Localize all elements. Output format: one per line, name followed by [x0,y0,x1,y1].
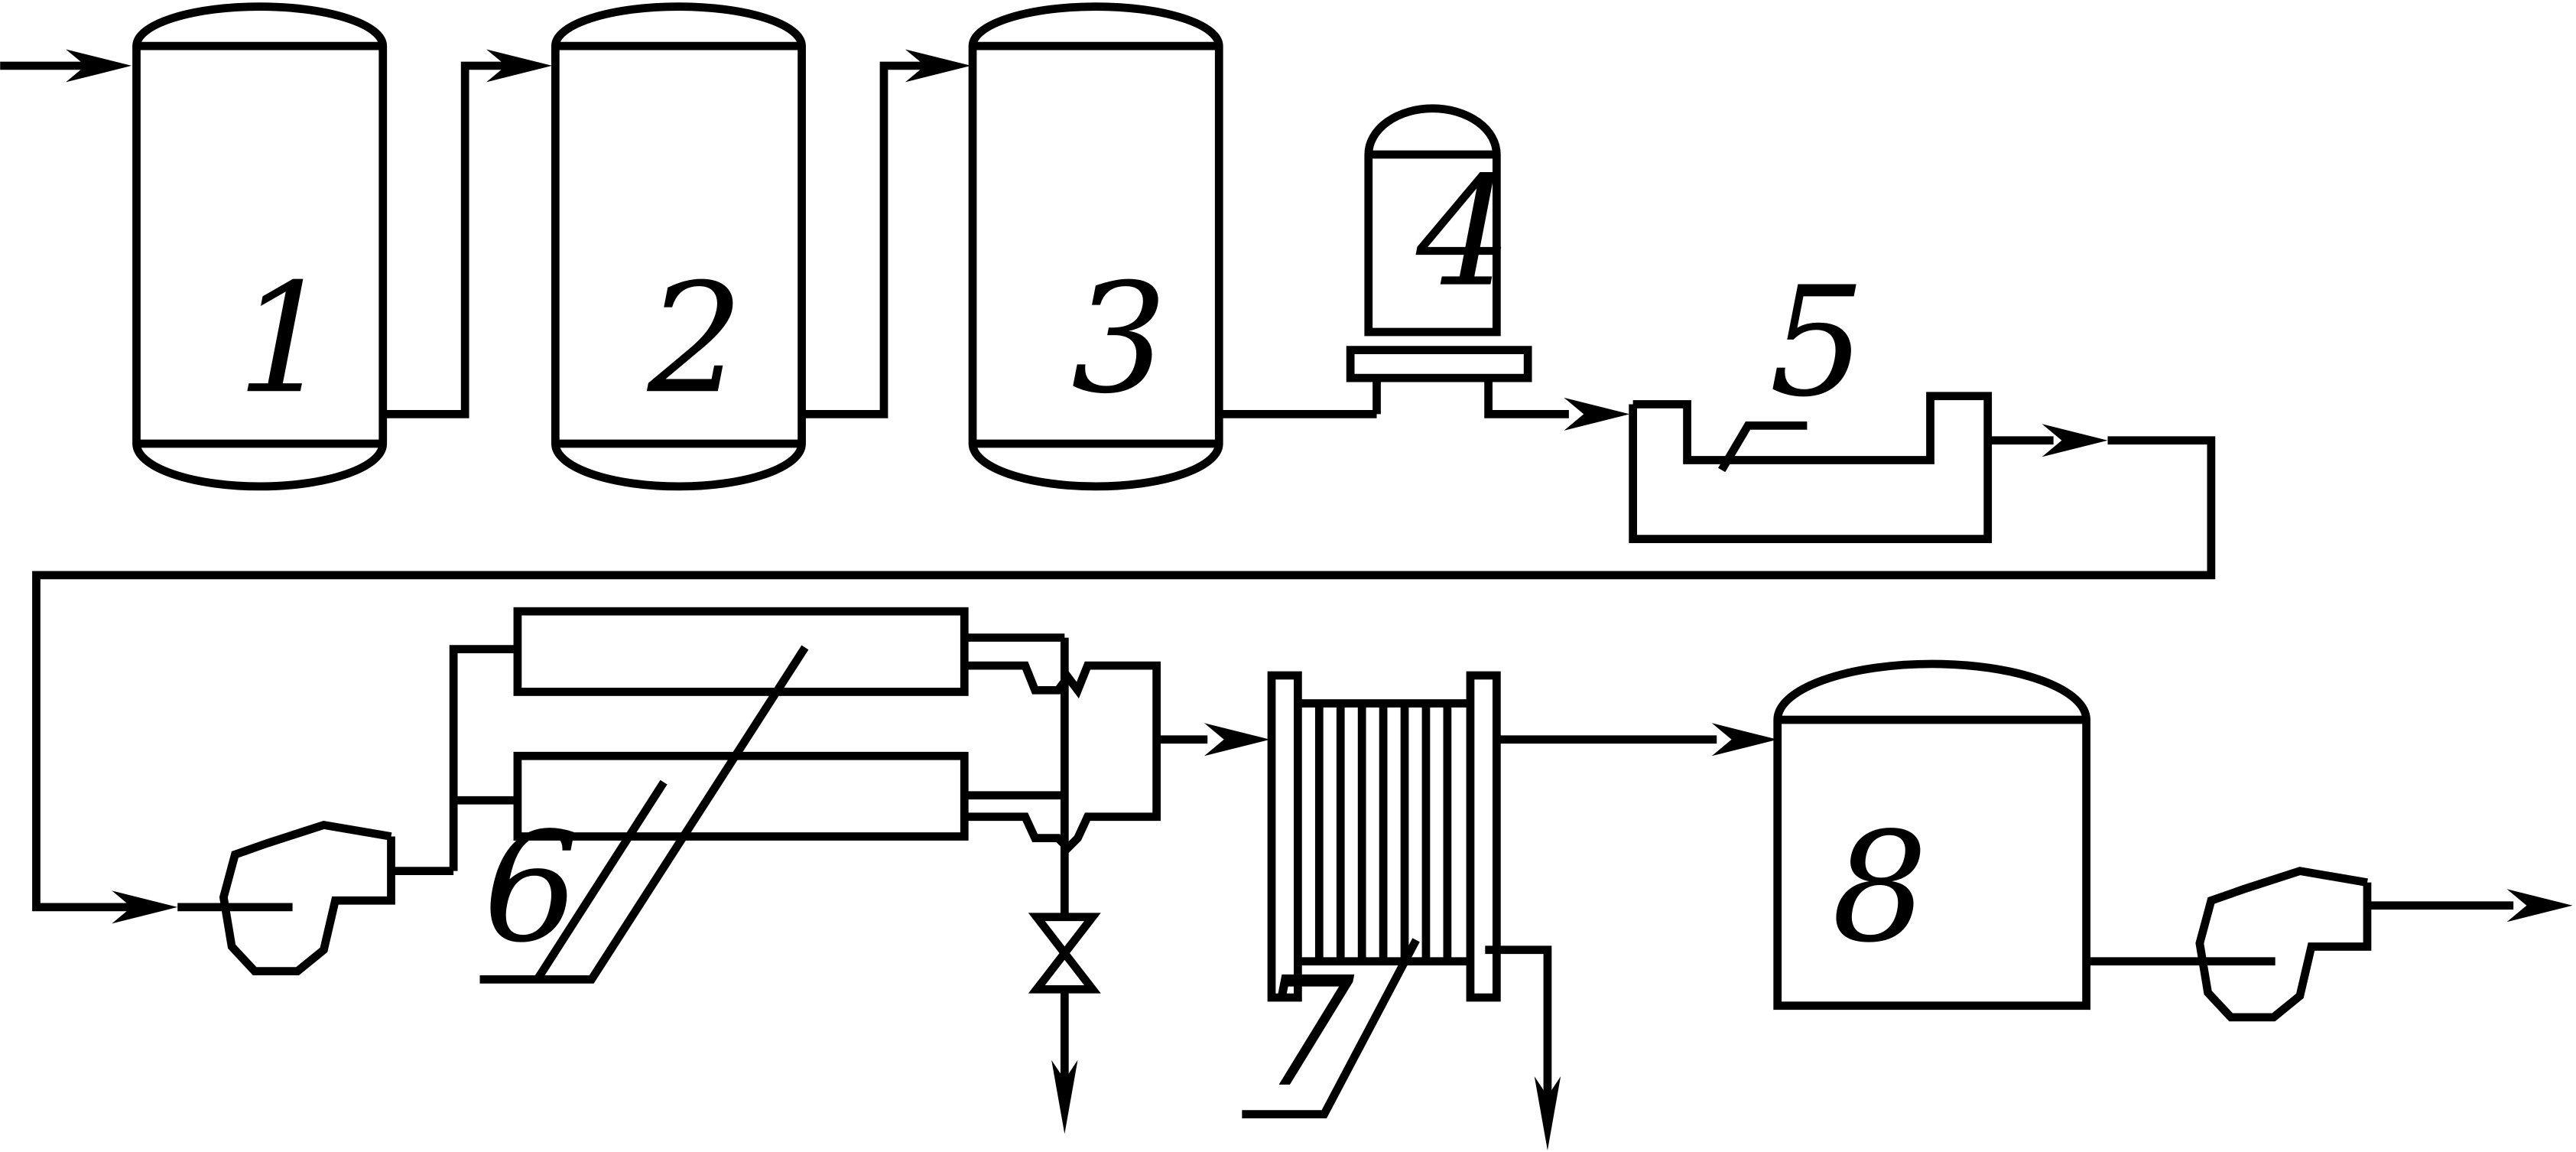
inlet-arrow [0,49,132,83]
unit-7: 7 [1242,671,1561,1150]
tank-3-label: 3 [1071,251,1168,427]
tank-2: 2 [551,2,806,491]
filter-plates [1314,703,1452,962]
tank-1-label: 1 [237,251,333,427]
pump-right [2195,867,2372,1022]
tank-2-label: 2 [647,251,744,427]
drain-valve [1028,913,1101,1134]
unit-5: 5 [1629,255,1993,544]
unit-6: 6 [449,607,1161,984]
pipe-unit7-to-tank8 [1496,723,1778,757]
unit-6-label: 6 [483,800,580,976]
outlet-arrow [2366,889,2573,923]
unit-4: 4 [1346,104,1630,431]
pipe-tank2-to-tank3 [801,49,971,418]
pipe-unit6-to-unit7 [1156,723,1270,757]
pump-left [219,820,454,976]
tank-1: 1 [132,2,388,491]
pipe-tank1-to-tank2 [382,49,553,418]
tank-3: 3 [968,2,1223,491]
tank-8: 8 [1773,659,2090,1010]
unit-4-label: 4 [1415,145,1512,321]
tank-8-label: 8 [1832,800,1928,976]
unit-5-label: 5 [1769,255,1866,431]
unit-7-label: 7 [1259,945,1355,1121]
pipe-unit5-to-pump [32,424,2216,924]
